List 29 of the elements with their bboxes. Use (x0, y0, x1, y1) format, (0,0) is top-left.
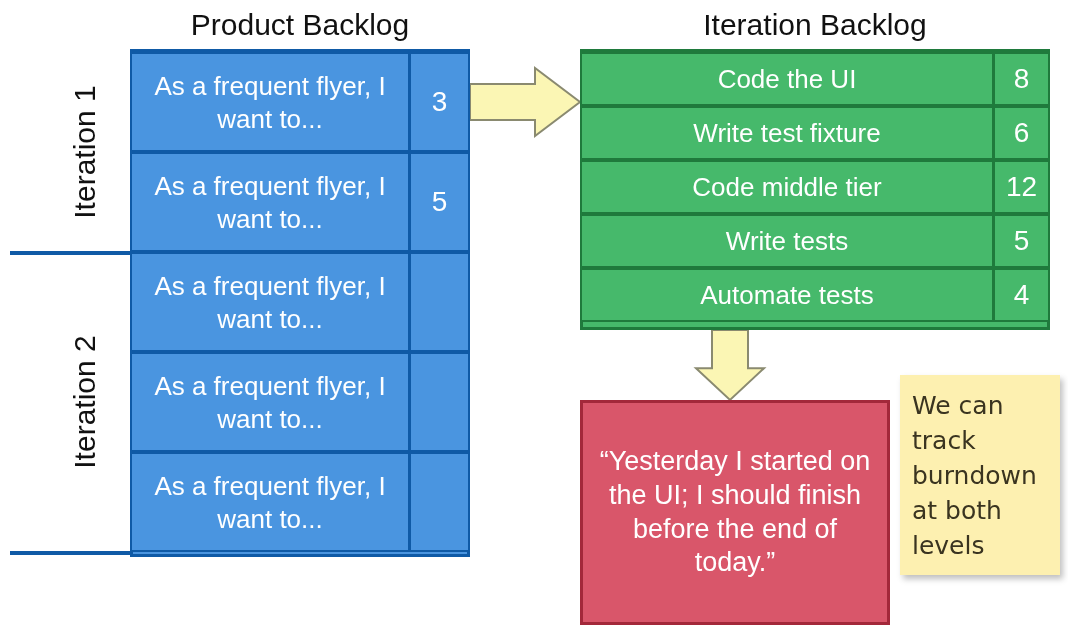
table-heading: Product Backlog (189, 7, 411, 43)
backlog-row (580, 268, 1050, 322)
block-arrow (693, 329, 767, 402)
row-text: Write tests (724, 224, 850, 258)
sticky-note: We can track burndown at both levels (900, 375, 1060, 575)
backlog-row (130, 352, 470, 452)
backlog-row (130, 452, 470, 552)
backlog-row (580, 214, 1050, 268)
backlog-row (130, 152, 470, 252)
iteration-label: Iteration 1 (67, 84, 102, 221)
table-heading: Iteration Backlog (702, 7, 928, 43)
estimate-cell: 4 (992, 270, 1048, 320)
row-text: Code middle tier (691, 170, 883, 204)
backlog-row (580, 52, 1050, 106)
row-text: As a frequent flyer, I want to... (153, 469, 387, 535)
backlog-row (580, 106, 1050, 160)
row-text: Write test fixture (692, 116, 882, 150)
block-arrow (469, 66, 582, 138)
row-text: As a frequent flyer, I want to... (153, 369, 387, 435)
row-text: As a frequent flyer, I want to... (153, 269, 387, 335)
quote-box: “Yesterday I started on the UI; I should finish before the end of today.” (580, 400, 890, 625)
row-text: Automate tests (699, 278, 875, 312)
backlog-row (130, 252, 470, 352)
backlog-row (130, 52, 470, 152)
row-text: As a frequent flyer, I want to... (153, 69, 387, 135)
backlog-row (580, 160, 1050, 214)
iteration-label: Iteration 2 (67, 334, 102, 471)
row-text: Code the UI (716, 62, 858, 96)
row-text: As a frequent flyer, I want to... (153, 169, 387, 235)
